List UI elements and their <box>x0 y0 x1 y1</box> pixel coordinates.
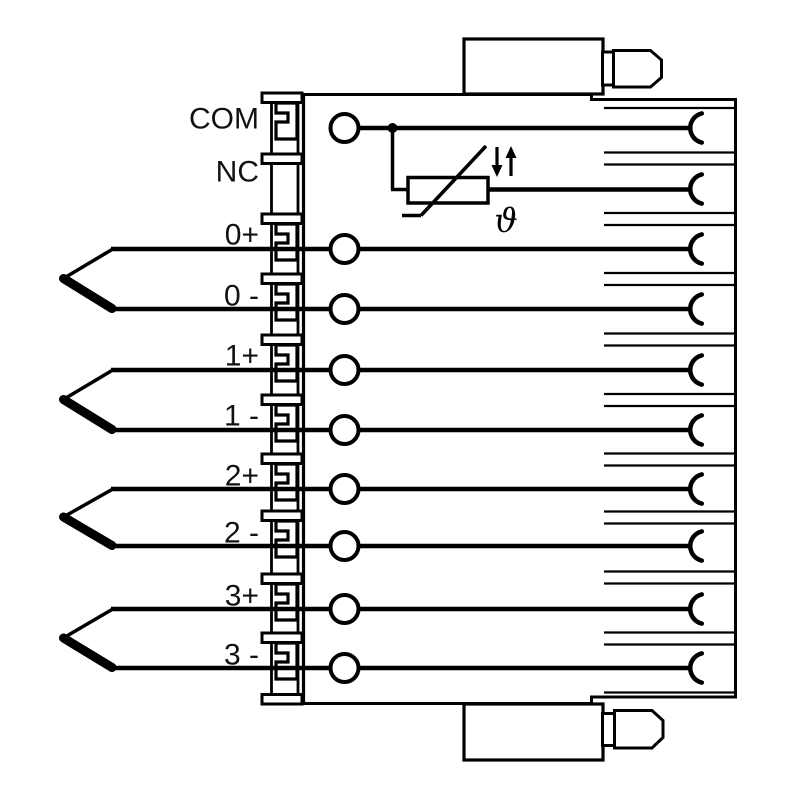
terminal-tab <box>260 91 304 104</box>
bottom-mounting-screw <box>462 702 665 762</box>
terminal-label-1+: 1+ <box>225 340 259 373</box>
terminal-clamp-icon <box>274 519 299 559</box>
terminal-label-3+: 3+ <box>225 580 259 613</box>
thermistor-body-icon <box>406 175 490 205</box>
thermocouple-lower-leg <box>59 633 117 672</box>
terminal-labels: COM NC 0+ 0 - 1+ 1 - 2+ 2 - 3+ 3 - <box>189 103 259 672</box>
terminal-tab <box>260 631 304 644</box>
terminal-label-2-: 2 - <box>224 517 259 550</box>
backplane-contacts <box>688 111 705 685</box>
terminal-1+ <box>260 333 304 383</box>
connection-circle-icon <box>328 112 361 144</box>
thermocouples <box>59 247 117 672</box>
terminal-tab <box>260 212 304 225</box>
screw-housing <box>462 37 605 96</box>
thermocouple-icon <box>59 247 117 313</box>
terminal-clamp-icon <box>274 101 299 141</box>
terminal-tab <box>260 572 304 585</box>
screw-neck <box>601 712 616 747</box>
terminal-1- <box>260 393 304 443</box>
arrow-up-head <box>505 146 517 158</box>
thermocouple-lower-leg <box>59 512 117 550</box>
housing-hatch-lines <box>604 106 736 694</box>
thermocouple-lower-leg <box>59 274 117 313</box>
terminal-tab <box>260 452 304 465</box>
connection-circle-icon <box>328 530 361 562</box>
connection-circle-icon <box>328 473 361 505</box>
terminal-NC <box>260 152 304 165</box>
thermocouple-icon <box>59 368 117 434</box>
connection-circle-icon <box>328 414 361 446</box>
terminal-clamp-icon <box>274 282 299 322</box>
terminal-tab <box>260 152 304 165</box>
terminal-label-0+: 0+ <box>225 219 259 252</box>
terminal-label-NC: NC <box>216 156 259 189</box>
terminal-clamp-icon <box>274 343 299 383</box>
connection-circle-icon <box>328 354 361 386</box>
connection-circle-icon <box>328 293 361 325</box>
thermocouple-upper-leg <box>60 368 114 402</box>
screw-head-icon <box>613 709 665 750</box>
terminal-strip-bottom-cap <box>260 693 304 706</box>
connection-circle-icon <box>328 652 361 684</box>
terminal-clamp-icon <box>274 222 299 262</box>
terminal-3+ <box>260 572 304 622</box>
signal-wires <box>111 125 692 671</box>
terminal-0+ <box>260 212 304 262</box>
terminal-label-COM: COM <box>189 103 259 136</box>
top-mounting-screw <box>462 37 663 96</box>
screw-head-icon <box>612 49 663 89</box>
thermocouple-icon <box>59 487 117 550</box>
terminal-0- <box>260 272 304 322</box>
theta-symbol: ϑ <box>494 201 518 240</box>
module-housing-edge <box>262 93 737 705</box>
thermocouple-upper-leg <box>60 487 114 520</box>
connection-circle-icon <box>328 233 361 265</box>
terminal-COM <box>260 91 304 141</box>
terminal-tab <box>260 272 304 285</box>
terminal-tab <box>260 509 304 522</box>
terminal-clamp-icon <box>274 641 299 681</box>
terminal-strip <box>260 91 304 706</box>
terminal-tab <box>260 393 304 406</box>
thermistor-diagonal <box>419 144 488 217</box>
arrow-down-head <box>491 165 503 177</box>
terminal-clamp-icon <box>274 403 299 443</box>
terminal-label-1-: 1 - <box>224 400 259 433</box>
terminal-circles <box>328 112 361 684</box>
terminal-3- <box>260 631 304 681</box>
terminal-2- <box>260 509 304 559</box>
internal-sensor-circuit: ϑ <box>387 123 692 240</box>
screw-housing <box>462 702 605 762</box>
connection-circle-icon <box>328 593 361 625</box>
thermocouple-lower-leg <box>59 395 117 434</box>
terminal-label-3-: 3 - <box>224 639 259 672</box>
terminal-label-0-: 0 - <box>224 280 259 313</box>
terminal-label-2+: 2+ <box>225 460 259 493</box>
thermocouple-icon <box>59 607 117 672</box>
terminal-clamp-icon <box>274 462 299 502</box>
terminal-2+ <box>260 452 304 502</box>
screw-neck <box>601 50 615 87</box>
thermocouple-upper-leg <box>60 607 114 641</box>
terminal-clamp-icon <box>274 582 299 622</box>
terminal-tab <box>260 333 304 346</box>
thermocouple-upper-leg <box>60 247 114 281</box>
